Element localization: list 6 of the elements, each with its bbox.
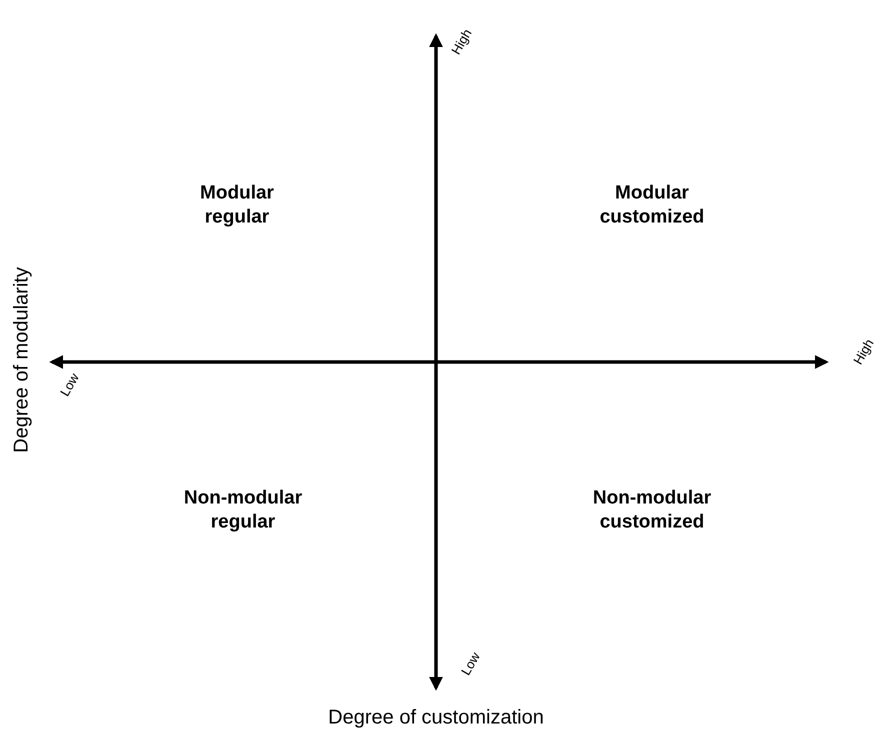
quadrant-label: Non-modular customized [592,486,712,534]
axis-title: Degree of customization [328,706,544,730]
axis-title: Degree of modularity [10,267,34,453]
quadrant-label: Modular regular [199,181,275,229]
quadrant-label: Modular customized [598,181,706,229]
quadrant-label: Non-modular regular [182,486,304,534]
